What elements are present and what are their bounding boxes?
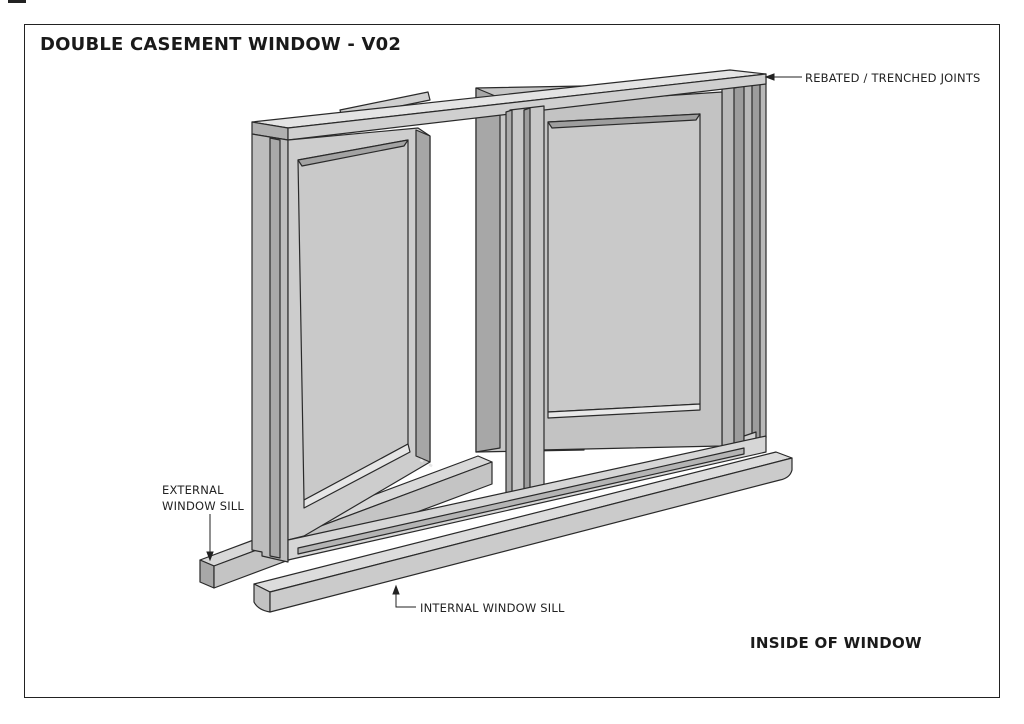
external-sill-label-line1: EXTERNAL [162, 483, 224, 497]
view-note: INSIDE OF WINDOW [750, 634, 922, 652]
sheet-corner-mark [8, 0, 26, 3]
right-glass-pane [547, 113, 701, 413]
internal-sill-leader [395, 590, 416, 608]
internal-sill-label: INTERNAL WINDOW SILL [420, 601, 565, 615]
external-sill-label: EXTERNAL WINDOW SILL [162, 482, 244, 514]
rebated-joints-label: REBATED / TRENCHED JOINTS [805, 71, 981, 85]
drawing-title: DOUBLE CASEMENT WINDOW - V02 [40, 34, 402, 55]
sheet-border [24, 24, 1000, 698]
external-sill-label-line2: WINDOW SILL [162, 499, 245, 513]
left-glass-pane [297, 139, 409, 501]
